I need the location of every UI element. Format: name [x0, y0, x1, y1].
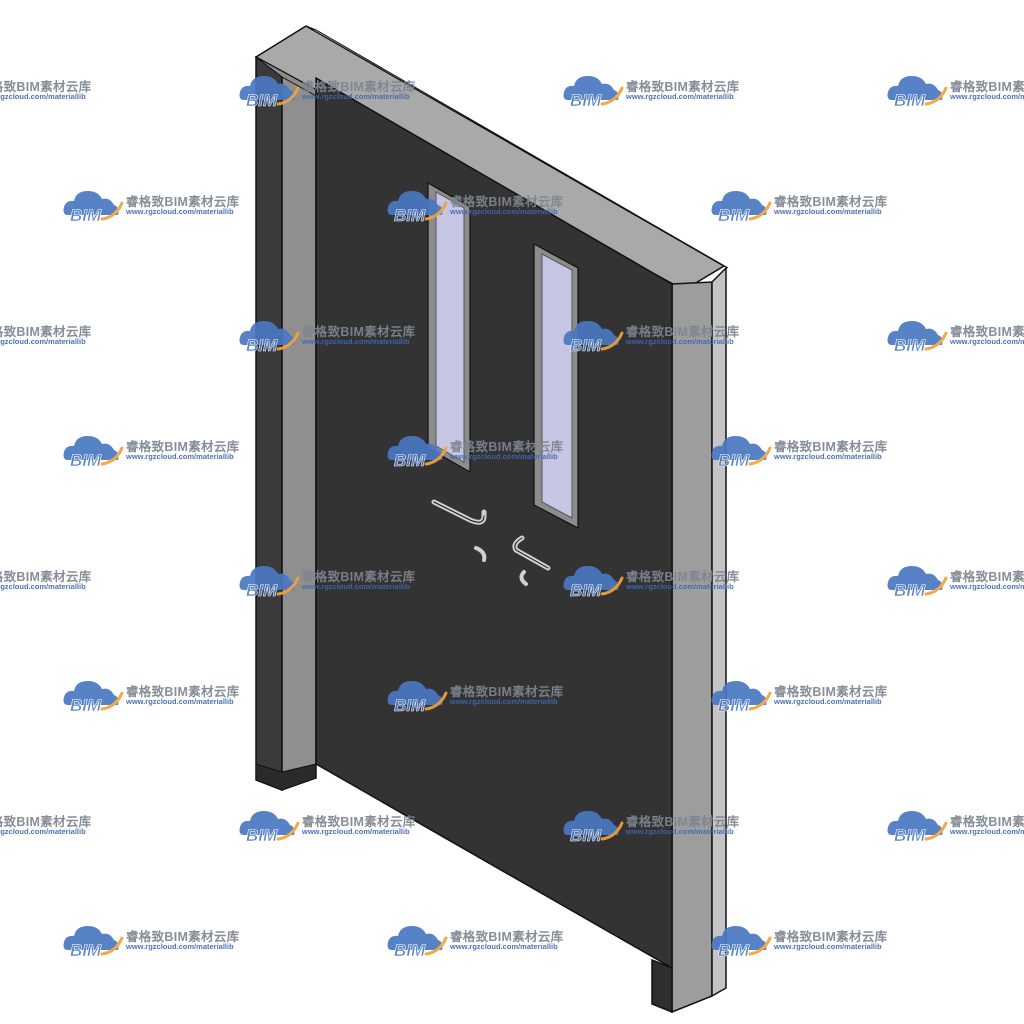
right-lock-escutcheon — [519, 570, 528, 586]
frame-left-jamb-inner — [281, 60, 317, 792]
left-lock-escutcheon — [474, 546, 487, 562]
door-leaf — [315, 76, 673, 970]
frame-right-jamb-face — [671, 281, 713, 1014]
left-vision-glass — [435, 191, 465, 463]
frame-left-bottom — [255, 763, 317, 791]
frame-head-top-lip — [305, 25, 729, 269]
frame-right-jamb-side — [711, 266, 727, 998]
right-lever-handle-outline — [514, 537, 549, 569]
frame-right-jamb-bottom — [651, 958, 673, 1014]
right-vision-glass — [541, 253, 573, 519]
frame-left-jamb — [255, 56, 283, 792]
left-lever-handle-outline — [433, 501, 485, 523]
